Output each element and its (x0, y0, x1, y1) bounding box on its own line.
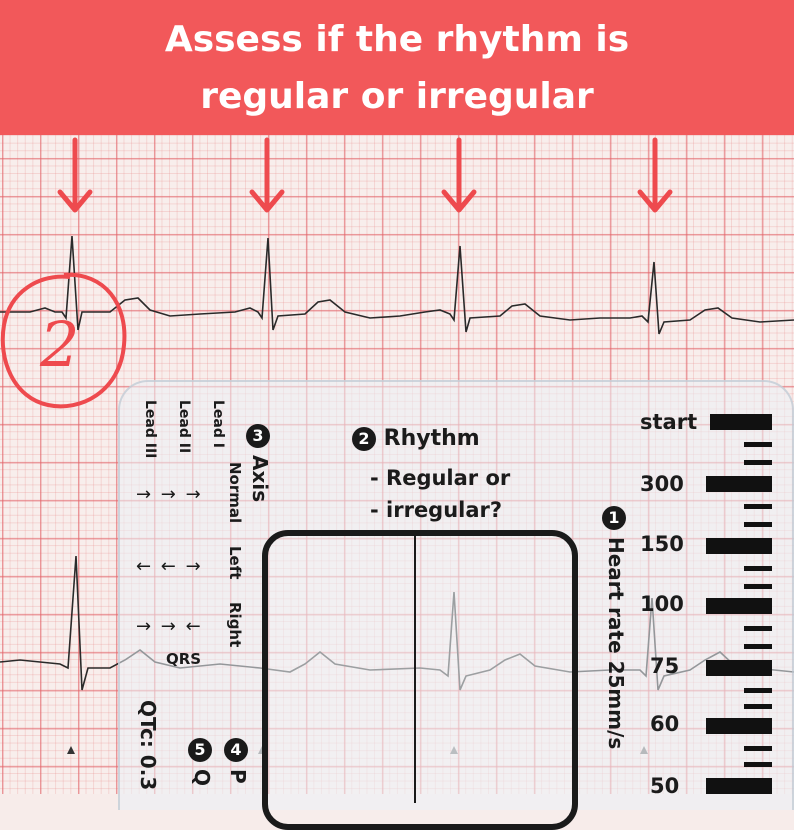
marker-triangle-icon (67, 746, 75, 754)
step-4-text: P (226, 768, 250, 784)
down-arrow-icon (637, 137, 673, 213)
step-4-heading: 4 P (224, 738, 250, 784)
scale-75: 75 (650, 654, 680, 678)
banner-line-2: regular or irregular (200, 76, 594, 117)
ruler-measurement-window (262, 530, 578, 830)
scale-50: 50 (650, 774, 680, 798)
scale-100: 100 (640, 592, 684, 616)
axis-right-label: Right (226, 602, 244, 648)
banner-line-1: Assess if the rhythm is (164, 19, 630, 60)
scale-bar-major (706, 538, 772, 554)
axis-normal-arrows: → → → (136, 484, 203, 505)
hand-drawn-circle-icon (0, 272, 127, 409)
scale-tick (744, 522, 772, 527)
axis-normal-label: Normal (226, 462, 244, 524)
instruction-banner: Assess if the rhythm is regular or irreg… (0, 0, 794, 135)
lead-ii-label: Lead II (176, 400, 192, 454)
circled-step-number: 2 (40, 308, 80, 381)
rhythm-line-1: - Regular or (370, 466, 511, 490)
scale-tick (744, 688, 772, 693)
axis-left-arrows: ← ← → (136, 556, 203, 577)
step-5-heading: 5 Q (188, 738, 214, 786)
lead-i-label: Lead I (210, 400, 226, 448)
scale-tick (744, 704, 772, 709)
qrs-label: QRS (166, 650, 202, 668)
scale-start: start (640, 410, 698, 434)
scale-tick (744, 762, 772, 767)
lead-iii-label: Lead III (142, 400, 158, 459)
step-3-badge: 3 (246, 424, 271, 448)
scale-bar-major (710, 414, 772, 430)
scale-tick (744, 566, 772, 571)
qtc-label: QTc: 0.3 (136, 700, 160, 791)
down-arrow-icon (57, 137, 93, 213)
scale-bar-major (706, 476, 772, 492)
step-1-badge: 1 (602, 506, 627, 530)
axis-title: Axis (248, 454, 272, 503)
step-2-badge: 2 (352, 427, 376, 451)
scale-bar-major (706, 598, 772, 614)
rhythm-title: Rhythm (383, 426, 480, 451)
scale-tick (744, 460, 772, 465)
rhythm-heading: 2 Rhythm (352, 426, 480, 451)
down-arrow-icon (441, 137, 477, 213)
axis-left-label: Left (226, 546, 244, 580)
scale-bar-major (706, 660, 772, 676)
scale-tick (744, 644, 772, 649)
scale-150: 150 (640, 532, 684, 556)
step-5-badge: 5 (188, 738, 213, 762)
scale-tick (744, 442, 772, 447)
rhythm-line-2: - irregular? (370, 498, 503, 522)
heart-rate-title: Heart rate 25mm/s (604, 536, 628, 750)
ecg-trace-top (0, 235, 794, 335)
scale-60: 60 (650, 712, 680, 736)
heart-rate-heading: 1 Heart rate 25mm/s (602, 506, 628, 750)
down-arrow-icon (249, 137, 285, 213)
scale-tick (744, 584, 772, 589)
scale-tick (744, 746, 772, 751)
axis-right-arrows: → → ← (136, 616, 203, 637)
scale-tick (744, 626, 772, 631)
step-5-text: Q (190, 768, 214, 786)
scale-300: 300 (640, 472, 684, 496)
scale-bar-major (706, 718, 772, 734)
step-4-badge: 4 (224, 738, 249, 762)
scale-bar-major (706, 778, 772, 794)
ruler-center-line (414, 533, 416, 803)
scale-tick (744, 504, 772, 509)
axis-heading: 3 Axis (246, 424, 272, 503)
